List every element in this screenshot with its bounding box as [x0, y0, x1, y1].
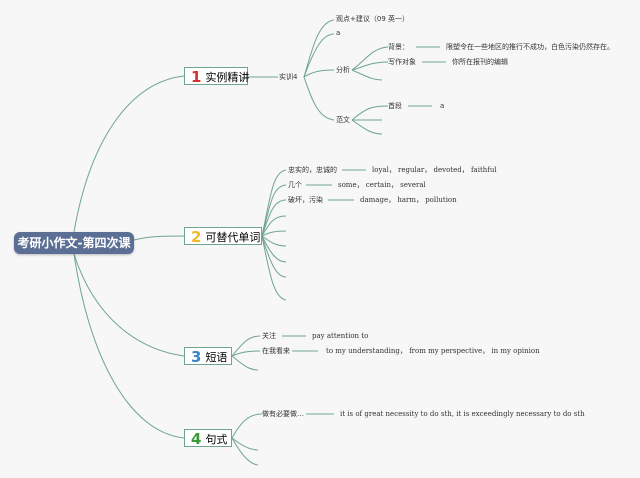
branch-number: 2	[191, 228, 202, 246]
branch-number: 3	[191, 348, 202, 366]
node-word-en[interactable]: damage， harm， pollution	[360, 196, 457, 204]
node-a[interactable]: a	[336, 29, 341, 37]
node-topic-type[interactable]: 观点+建议（09 英一）	[336, 15, 409, 23]
branch-label: 句式	[205, 433, 228, 446]
node-sample-essay[interactable]: 范文	[336, 116, 350, 124]
root-topic[interactable]: 考研小作文-第四次课	[14, 232, 134, 254]
node-word-en[interactable]: some， certain， several	[338, 181, 426, 189]
node-phrase-en[interactable]: pay attention to	[312, 332, 369, 340]
branch-label: 实例精讲	[205, 71, 250, 84]
node-phrase-cn[interactable]: 在我看来	[262, 347, 290, 355]
node-training4[interactable]: 实训4	[279, 73, 298, 81]
node-word-cn[interactable]: 几个	[288, 181, 302, 189]
node-audience-text[interactable]: 你所在报刊的编辑	[452, 58, 508, 66]
connector-root-b3	[73, 253, 185, 357]
connector-root-b4	[73, 253, 185, 439]
node-word-en[interactable]: loyal， regular， devoted， faithful	[372, 166, 497, 174]
branch-label: 短语	[205, 351, 228, 364]
node-background-text[interactable]: 限塑令在一些地区的推行不成功，白色污染仍然存在。	[446, 43, 614, 51]
node-phrase-cn[interactable]: 关注	[262, 332, 276, 340]
node-background[interactable]: 背景：	[388, 43, 409, 51]
node-pattern-en[interactable]: it is of great necessity to do sth, it i…	[340, 410, 585, 418]
node-first-paragraph-text[interactable]: a	[440, 102, 445, 110]
branch-number: 1	[191, 68, 202, 86]
branch-number: 4	[191, 430, 202, 448]
node-phrase-en[interactable]: to my understanding， from my perspective…	[326, 347, 540, 355]
node-word-cn[interactable]: 破坏，污染	[288, 196, 323, 204]
node-analysis[interactable]: 分析	[336, 66, 350, 74]
node-pattern-cn[interactable]: 做有必要做…	[262, 410, 304, 418]
connector-root-b1	[73, 75, 185, 233]
node-first-paragraph[interactable]: 首段	[388, 102, 402, 110]
branch-label: 可替代单词	[205, 231, 261, 244]
node-audience[interactable]: 写作对象	[388, 58, 416, 66]
node-word-cn[interactable]: 忠实的，忠诚的	[288, 166, 337, 174]
connector-root-b2	[133, 235, 185, 241]
